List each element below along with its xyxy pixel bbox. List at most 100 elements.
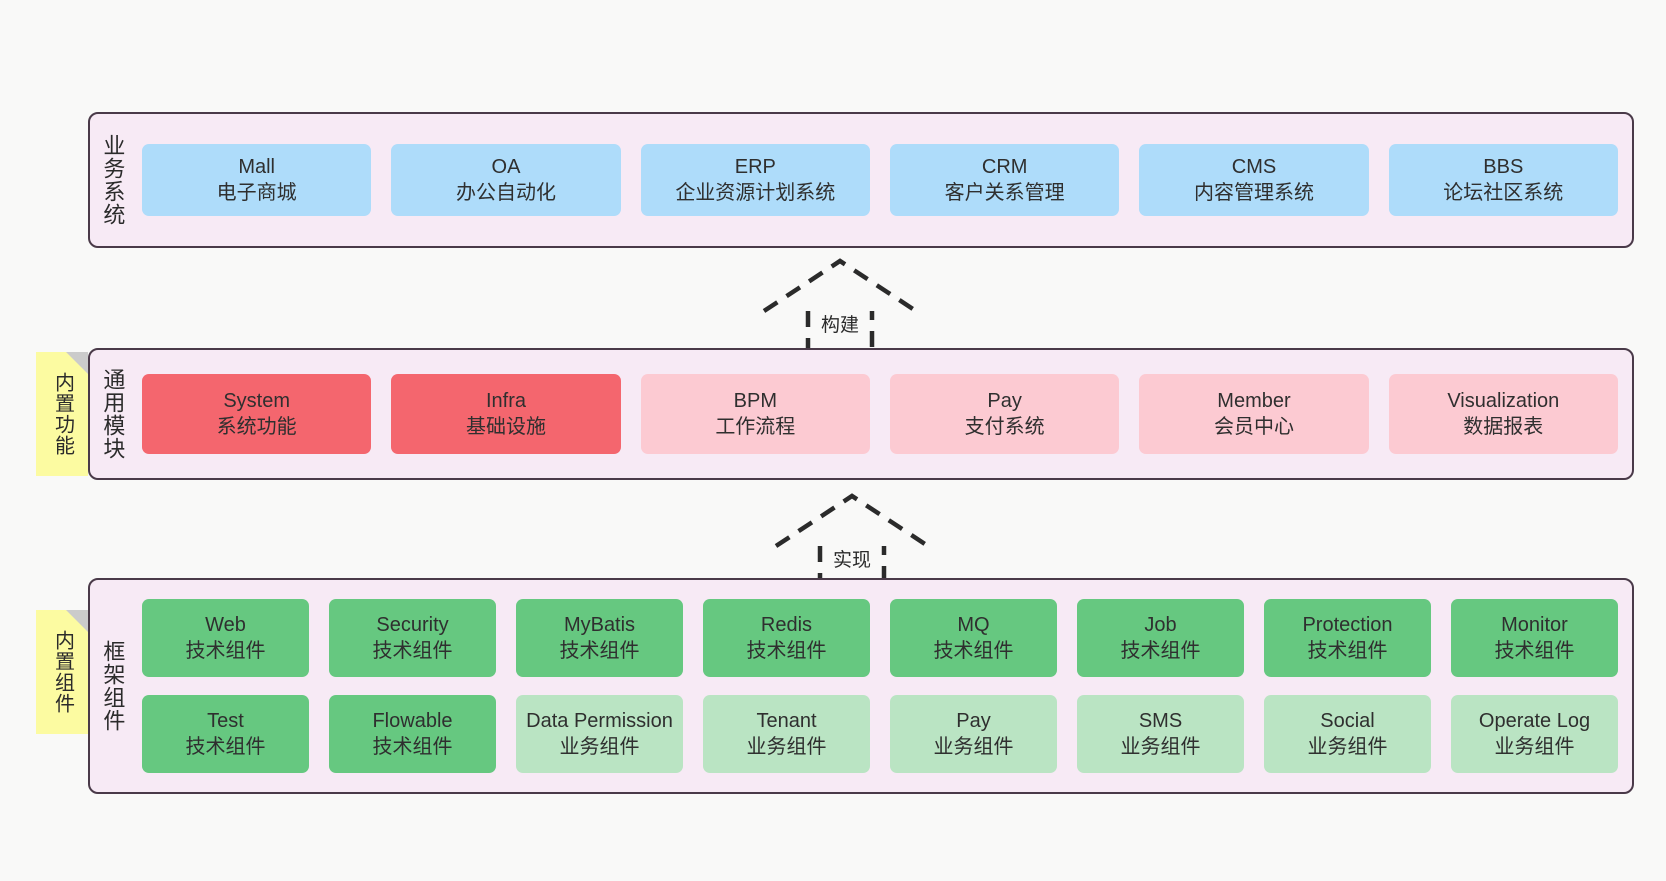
card-title: CRM <box>981 155 1028 178</box>
card-title: Redis <box>760 613 813 636</box>
card-visualization[interactable]: Visualization 数据报表 <box>1388 374 1618 454</box>
card-row: Web 技术组件 Security 技术组件 MyBatis 技术组件 Redi… <box>142 599 1618 677</box>
card-title: Mall <box>238 155 275 178</box>
layer-business-system: 业务系统 Mall 电子商城 OA 办公自动化 ERP 企业资源计划系统 CRM… <box>88 112 1634 248</box>
card-subtitle: 电子商城 <box>216 182 297 204</box>
card-erp[interactable]: ERP 企业资源计划系统 <box>640 144 870 216</box>
card-crm[interactable]: CRM 客户关系管理 <box>889 144 1120 216</box>
layer-common-module: 通用模块 System 系统功能 Infra 基础设施 BPM 工作流程 Pay… <box>88 348 1634 480</box>
card-subtitle: 技术组件 <box>1307 640 1388 662</box>
layer-framework-component: 框架组件 Web 技术组件 Security 技术组件 MyBatis 技术组件… <box>88 578 1634 794</box>
connector-implement: 实现 <box>772 490 932 589</box>
layer-body-framework-component: Web 技术组件 Security 技术组件 MyBatis 技术组件 Redi… <box>134 580 1632 792</box>
card-title: Flowable <box>372 709 453 732</box>
card-title: Web <box>205 613 246 636</box>
card-row: Mall 电子商城 OA 办公自动化 ERP 企业资源计划系统 CRM 客户关系… <box>142 144 1618 216</box>
card-title: MyBatis <box>563 613 636 636</box>
card-job[interactable]: Job 技术组件 <box>1077 599 1244 677</box>
card-subtitle: 技术组件 <box>185 736 266 758</box>
card-title: Job <box>1144 613 1177 636</box>
card-title: SMS <box>1138 709 1183 732</box>
card-infra[interactable]: Infra 基础设施 <box>391 374 621 454</box>
card-subtitle: 业务组件 <box>933 736 1014 758</box>
card-row: Test 技术组件 Flowable 技术组件 Data Permission … <box>142 695 1618 773</box>
layer-body-common-module: System 系统功能 Infra 基础设施 BPM 工作流程 Pay 支付系统… <box>134 350 1632 478</box>
card-subtitle: 数据报表 <box>1463 416 1544 438</box>
card-title: Pay <box>987 389 1022 412</box>
card-data-permission[interactable]: Data Permission 业务组件 <box>516 695 683 773</box>
card-subtitle: 内容管理系统 <box>1193 182 1314 204</box>
card-member[interactable]: Member 会员中心 <box>1139 374 1369 454</box>
card-protection[interactable]: Protection 技术组件 <box>1264 599 1431 677</box>
card-subtitle: 技术组件 <box>372 736 453 758</box>
sticky-note-builtin-function: 内置功能 <box>36 352 88 476</box>
layer-title-common-module: 通用模块 <box>100 368 126 460</box>
card-subtitle: 技术组件 <box>933 640 1014 662</box>
layer-title-business-system: 业务系统 <box>100 134 126 226</box>
layer-title-framework-component: 框架组件 <box>100 640 126 732</box>
card-title: Security <box>376 613 449 636</box>
card-subtitle: 技术组件 <box>1494 640 1575 662</box>
card-flowable[interactable]: Flowable 技术组件 <box>329 695 496 773</box>
card-title: ERP <box>734 155 776 178</box>
dashed-hollow-arrow-up-icon <box>762 258 918 354</box>
card-title: Protection <box>1302 613 1393 636</box>
card-title: BBS <box>1483 155 1524 178</box>
card-bbs[interactable]: BBS 论坛社区系统 <box>1388 144 1618 216</box>
card-test[interactable]: Test 技术组件 <box>142 695 309 773</box>
card-subtitle: 基础设施 <box>465 416 546 438</box>
card-title: MQ <box>957 613 990 636</box>
card-subtitle: 工作流程 <box>715 416 796 438</box>
card-cms[interactable]: CMS 内容管理系统 <box>1139 144 1369 216</box>
card-title: Member <box>1217 389 1291 412</box>
card-tenant[interactable]: Tenant 业务组件 <box>703 695 870 773</box>
card-title: Monitor <box>1501 613 1568 636</box>
card-subtitle: 系统功能 <box>216 416 297 438</box>
card-social[interactable]: Social 业务组件 <box>1264 695 1431 773</box>
card-operate-log[interactable]: Operate Log 业务组件 <box>1451 695 1618 773</box>
card-subtitle: 技术组件 <box>1120 640 1201 662</box>
card-title: Social <box>1320 709 1375 732</box>
sticky-note-label: 内置组件 <box>51 630 74 714</box>
card-pay-business[interactable]: Pay 业务组件 <box>890 695 1057 773</box>
card-subtitle: 客户关系管理 <box>944 182 1065 204</box>
card-mall[interactable]: Mall 电子商城 <box>142 144 372 216</box>
card-subtitle: 技术组件 <box>746 640 827 662</box>
card-title: Visualization <box>1447 389 1560 412</box>
card-security[interactable]: Security 技术组件 <box>329 599 496 677</box>
card-title: Operate Log <box>1478 709 1591 732</box>
card-subtitle: 会员中心 <box>1213 416 1294 438</box>
card-title: Pay <box>956 709 991 732</box>
card-subtitle: 论坛社区系统 <box>1443 182 1564 204</box>
card-subtitle: 技术组件 <box>372 640 453 662</box>
card-subtitle: 企业资源计划系统 <box>675 182 836 204</box>
card-oa[interactable]: OA 办公自动化 <box>391 144 621 216</box>
card-subtitle: 技术组件 <box>559 640 640 662</box>
card-mybatis[interactable]: MyBatis 技术组件 <box>516 599 683 677</box>
card-bpm[interactable]: BPM 工作流程 <box>640 374 870 454</box>
sticky-note-label: 内置功能 <box>51 372 74 456</box>
card-system[interactable]: System 系统功能 <box>142 374 372 454</box>
card-title: BPM <box>733 389 777 412</box>
card-subtitle: 业务组件 <box>1494 736 1575 758</box>
card-row: System 系统功能 Infra 基础设施 BPM 工作流程 Pay 支付系统… <box>142 374 1618 454</box>
card-mq[interactable]: MQ 技术组件 <box>890 599 1057 677</box>
layer-body-business-system: Mall 电子商城 OA 办公自动化 ERP 企业资源计划系统 CRM 客户关系… <box>134 114 1632 246</box>
card-title: Data Permission <box>526 709 673 732</box>
card-subtitle: 业务组件 <box>1307 736 1388 758</box>
card-monitor[interactable]: Monitor 技术组件 <box>1451 599 1618 677</box>
card-subtitle: 业务组件 <box>1120 736 1201 758</box>
sticky-note-builtin-component: 内置组件 <box>36 610 88 734</box>
card-title: System <box>223 389 290 412</box>
card-title: Infra <box>485 389 526 412</box>
card-title: Test <box>207 709 244 732</box>
card-subtitle: 技术组件 <box>185 640 266 662</box>
card-web[interactable]: Web 技术组件 <box>142 599 309 677</box>
card-subtitle: 业务组件 <box>746 736 827 758</box>
card-subtitle: 业务组件 <box>559 736 640 758</box>
card-pay[interactable]: Pay 支付系统 <box>889 374 1120 454</box>
card-title: Tenant <box>756 709 817 732</box>
card-redis[interactable]: Redis 技术组件 <box>703 599 870 677</box>
card-sms[interactable]: SMS 业务组件 <box>1077 695 1244 773</box>
card-subtitle: 办公自动化 <box>455 182 556 204</box>
